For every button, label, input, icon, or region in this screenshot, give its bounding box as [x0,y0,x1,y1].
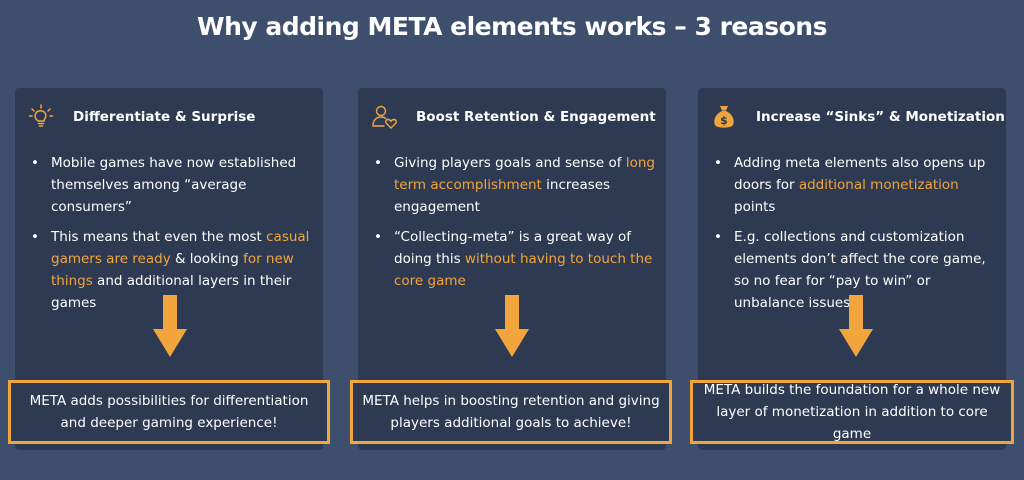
result-box-monetization: META builds the foundation for a whole n… [690,380,1014,444]
highlight-text: long term accomplishment [394,155,655,193]
svg-text:$: $ [720,114,728,127]
money-bag-icon: $ [714,106,734,128]
highlight-text: without having to touch the core game [394,251,653,289]
result-text: META helps in boosting retention and giv… [362,393,660,431]
bullet-text: This means that even the most [51,229,267,245]
bullet-text: Adding meta elements also opens up doors… [734,155,986,193]
bullet-text: and additional layers in their games [51,273,292,311]
card-heading: Differentiate & Surprise [73,109,256,125]
result-text: META adds possibilities for differentiat… [29,393,309,431]
bullet-text: “Collecting-meta” is a great way of doin… [394,229,632,267]
bullet-list: Mobile games have now established themse… [31,152,317,322]
bullet-text: Giving players goals and sense of [394,155,626,171]
result-box-differentiation: META adds possibilities for differentiat… [8,380,330,444]
card-header: Boost Retention & Engagement [370,102,656,132]
bullet-item: Adding meta elements also opens up doors… [714,152,1000,218]
bullet-text: Mobile games have now established themse… [51,155,297,215]
bullet-item: E.g. collections and customization eleme… [714,226,1000,314]
bullet-item: “Collecting-meta” is a great way of doin… [374,226,660,292]
bullet-item: This means that even the most casual gam… [31,226,317,314]
arrow-down-icon [495,295,529,357]
person-heart-icon [372,105,397,129]
card-heading: Boost Retention & Engagement [416,109,656,125]
highlight-text: additional monetization [798,177,959,193]
card-heading: Increase “Sinks” & Monetization [756,109,1005,125]
bullet-item: Mobile games have now established themse… [31,152,317,218]
page-title: Why adding META elements works – 3 reaso… [197,12,827,41]
highlight-text: casual gamers are ready [51,229,310,267]
result-box-retention: META helps in boosting retention and giv… [350,380,672,444]
bullet-item: Giving players goals and sense of long t… [374,152,660,218]
bullet-text: increases engagement [394,177,611,215]
bullet-list: Giving players goals and sense of long t… [374,152,660,300]
arrow-down-icon [153,295,187,357]
bullet-list: Adding meta elements also opens up doors… [714,152,1000,322]
card-header: $ Increase “Sinks” & Monetization [710,102,1005,132]
bullet-text: points [734,199,776,215]
card-header: Differentiate & Surprise [27,102,313,132]
lightbulb-icon [28,104,54,127]
arrow-down-icon [839,295,873,357]
bullet-text: & looking [170,251,244,267]
bullet-text: E.g. collections and customization eleme… [734,229,986,311]
result-text: META builds the foundation for a whole n… [703,382,1001,442]
highlight-text: for new things [51,251,294,289]
